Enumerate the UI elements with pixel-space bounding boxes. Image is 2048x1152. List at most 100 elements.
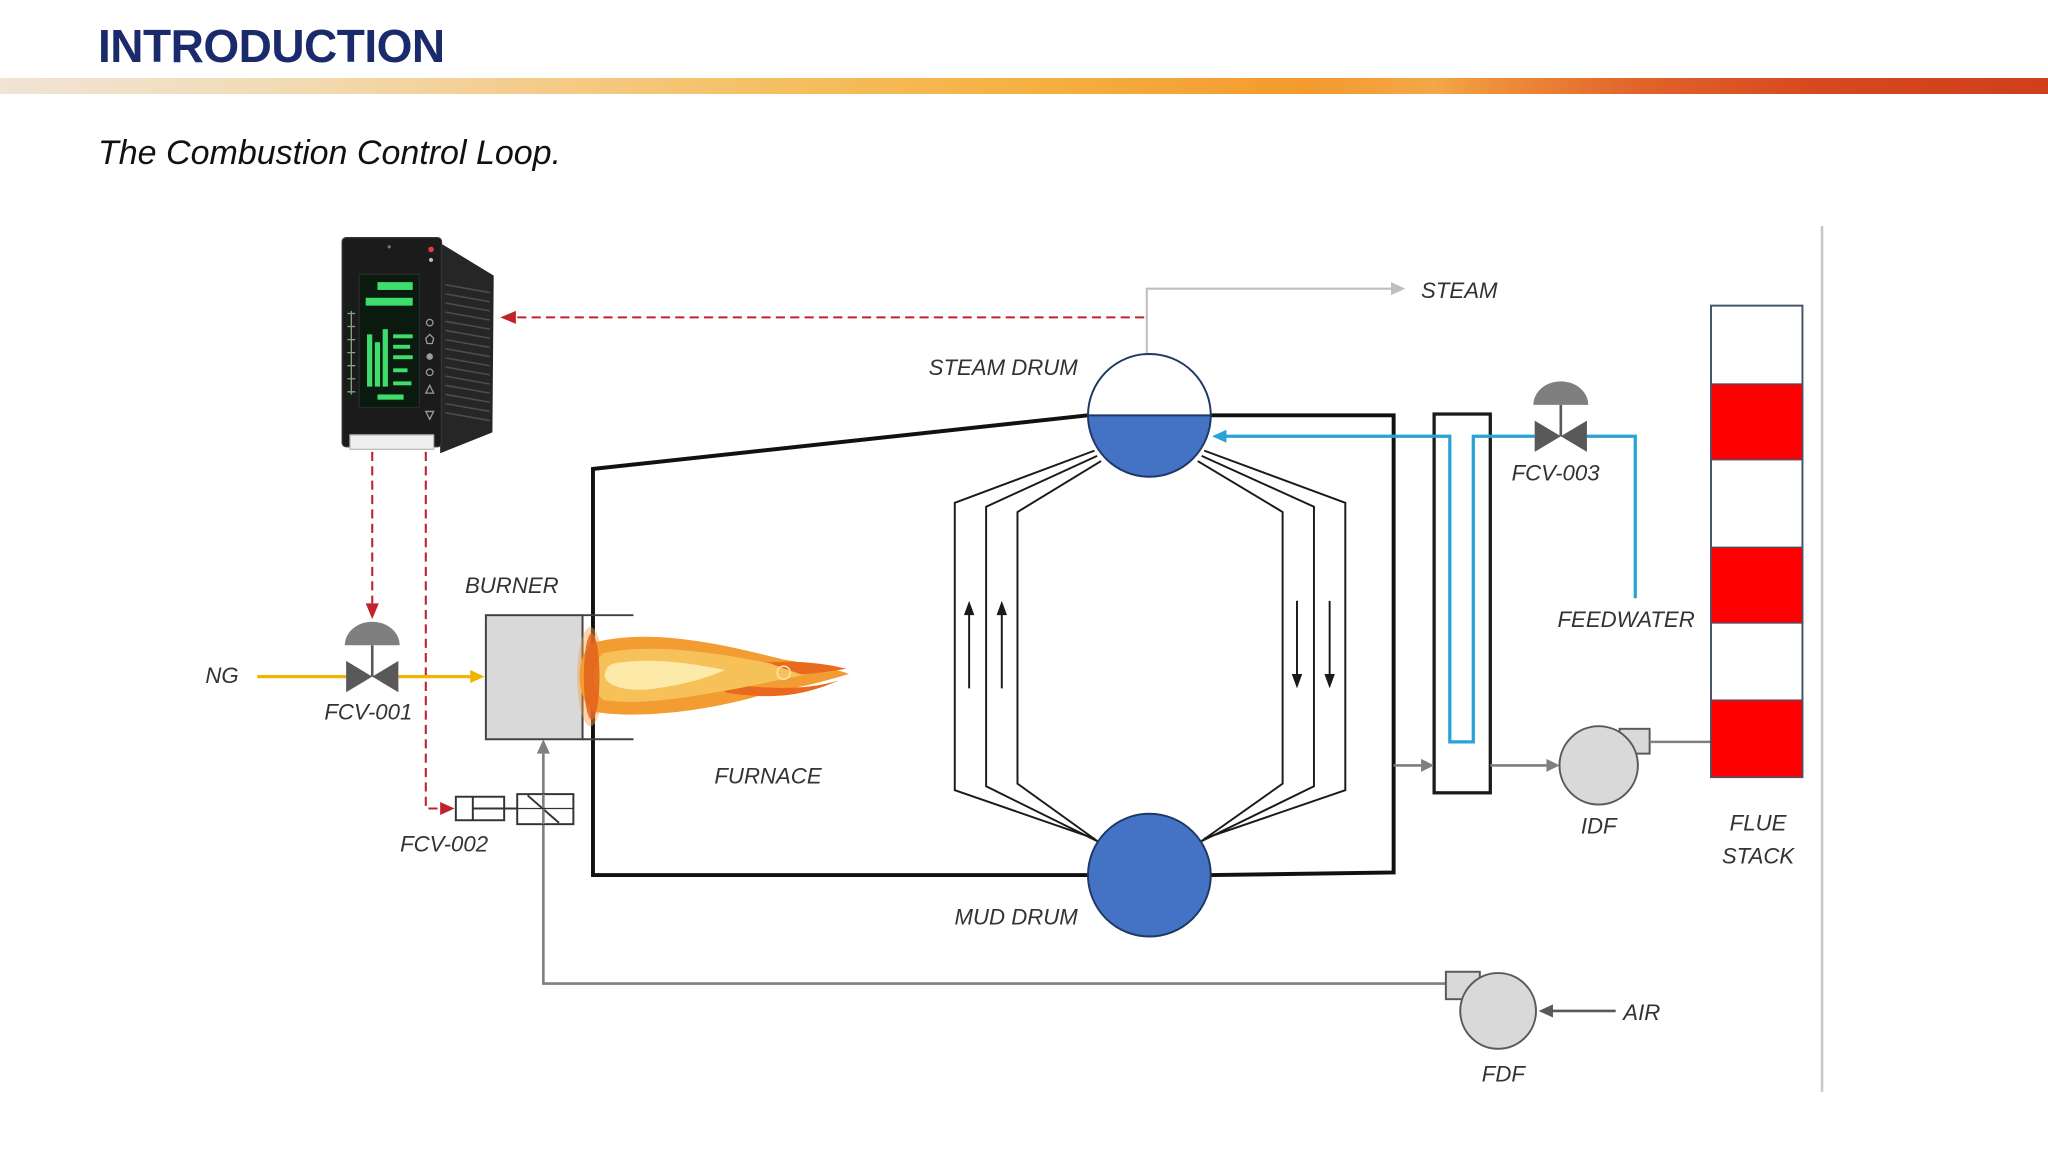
furnace-label: FURNACE — [714, 764, 821, 789]
controller-display-readout — [365, 282, 413, 400]
combustion-air-line — [542, 753, 1446, 985]
display-row — [393, 381, 412, 386]
display-row — [393, 368, 408, 373]
idf-fan-icon — [1558, 725, 1651, 806]
flue-label: FLUE — [1730, 811, 1787, 836]
air-inlet-arrowhead — [1538, 1004, 1553, 1018]
downcomer-tubes — [1197, 449, 1347, 845]
controller-alarm-led — [428, 246, 434, 253]
display-row — [377, 394, 404, 400]
valve-body-left — [346, 660, 373, 693]
control-signal-line-to-fcv-002 — [424, 451, 442, 810]
steam-drum-outline — [1087, 352, 1212, 478]
combustion-air-arrowhead — [536, 739, 550, 754]
fcv-001-label: FCV-001 — [324, 700, 412, 725]
feedwater-label: FEEDWATER — [1557, 607, 1694, 632]
steam-drum-label: STEAM DRUM — [929, 355, 1079, 380]
downcomer-tube — [1197, 460, 1284, 845]
feedwater-line-inlet — [1586, 434, 1637, 599]
slide-subtitle: The Combustion Control Loop. — [98, 134, 562, 172]
controller-scale-ticks — [347, 310, 356, 395]
furnace-wall-right — [1210, 413, 1396, 878]
display-bar — [374, 342, 381, 387]
display-row — [393, 355, 413, 360]
fdf-label: FDF — [1482, 1061, 1527, 1086]
mud-drum-label: MUD DRUM — [955, 905, 1079, 930]
burner-label: BURNER — [465, 573, 559, 598]
steam-outlet-line — [1145, 287, 1393, 354]
display-row — [393, 344, 411, 349]
burner — [484, 614, 634, 741]
controller-bottom-label — [349, 434, 435, 450]
valve-body-right — [372, 660, 399, 693]
fdf-fan-icon — [1444, 970, 1537, 1050]
keypad-down-icon — [424, 410, 435, 421]
flue-gas-arrowhead — [1546, 758, 1560, 772]
valve-body-left — [1534, 420, 1561, 452]
keypad-button-icon — [425, 368, 434, 377]
feedwater-line-economizer-coil — [1225, 434, 1535, 744]
steam-outlet-arrowhead — [1391, 282, 1406, 296]
display-bar — [382, 329, 388, 387]
control-signal-arrowhead — [500, 310, 516, 324]
control-signal-arrowhead — [365, 603, 379, 620]
display-bar — [367, 334, 373, 387]
valve-body-right — [1560, 420, 1587, 452]
keypad-button-icon — [425, 333, 435, 345]
flow-up-arrowhead — [996, 600, 1008, 616]
feedwater-arrowhead — [1212, 429, 1227, 443]
riser-flow-arrows — [963, 600, 1008, 689]
steam-drum — [1087, 352, 1212, 478]
riser-tube — [1016, 460, 1102, 845]
keypad-button-icon — [426, 353, 433, 360]
display-row — [393, 334, 413, 339]
controller-cooling-ribs — [445, 283, 490, 422]
flame-swirl — [776, 665, 791, 680]
flue-gas-arrowhead — [1421, 758, 1435, 772]
steam-drum-water — [1088, 415, 1211, 477]
flow-up-arrowhead — [963, 600, 975, 616]
keypad-up-icon — [424, 383, 435, 394]
flow-down-arrowhead — [1324, 673, 1335, 689]
controller-status-led — [428, 257, 434, 263]
fcv-003-label: FCV-003 — [1512, 461, 1601, 486]
flue-stack — [1710, 304, 1804, 779]
burner-flame — [577, 626, 849, 727]
stack-band — [1710, 383, 1804, 461]
keypad-button-icon — [425, 318, 434, 327]
ng-label: NG — [205, 663, 238, 688]
steam-label: STEAM — [1421, 278, 1498, 303]
valve-actuator-icon — [1533, 381, 1589, 405]
display-row — [377, 282, 413, 290]
fcv-002-label: FCV-002 — [400, 832, 489, 857]
stack-band — [1710, 546, 1804, 624]
display-row — [365, 297, 413, 306]
flow-down-arrowhead — [1291, 673, 1303, 689]
economizer — [1432, 412, 1492, 795]
riser-tube — [953, 449, 1095, 840]
riser-tubes — [953, 449, 1102, 845]
air-label: AIR — [1621, 1000, 1660, 1025]
downcomer-flow-arrows — [1291, 600, 1335, 689]
slide-title: INTRODUCTION — [98, 20, 445, 72]
controller-device — [341, 237, 494, 454]
flame-core — [604, 660, 725, 690]
fan-casing — [1459, 972, 1537, 1050]
header-accent-bar — [0, 78, 2048, 94]
ng-fuel-arrowhead — [470, 670, 485, 684]
flame-tongue — [724, 680, 839, 697]
fcv-003-valve-icon — [1533, 381, 1589, 452]
downcomer-tube — [1203, 449, 1347, 840]
controller-indicator-dot — [387, 245, 391, 249]
control-signal-arrowhead — [440, 801, 455, 816]
valve-actuator-icon — [344, 621, 400, 646]
flame-root — [583, 633, 600, 720]
controller-side-panel — [440, 242, 494, 454]
riser-tube — [985, 454, 1098, 843]
fcv-001-valve-icon — [344, 621, 400, 693]
burner-box — [484, 614, 584, 741]
idf-label: IDF — [1581, 813, 1618, 838]
controller-keypad — [424, 318, 435, 421]
